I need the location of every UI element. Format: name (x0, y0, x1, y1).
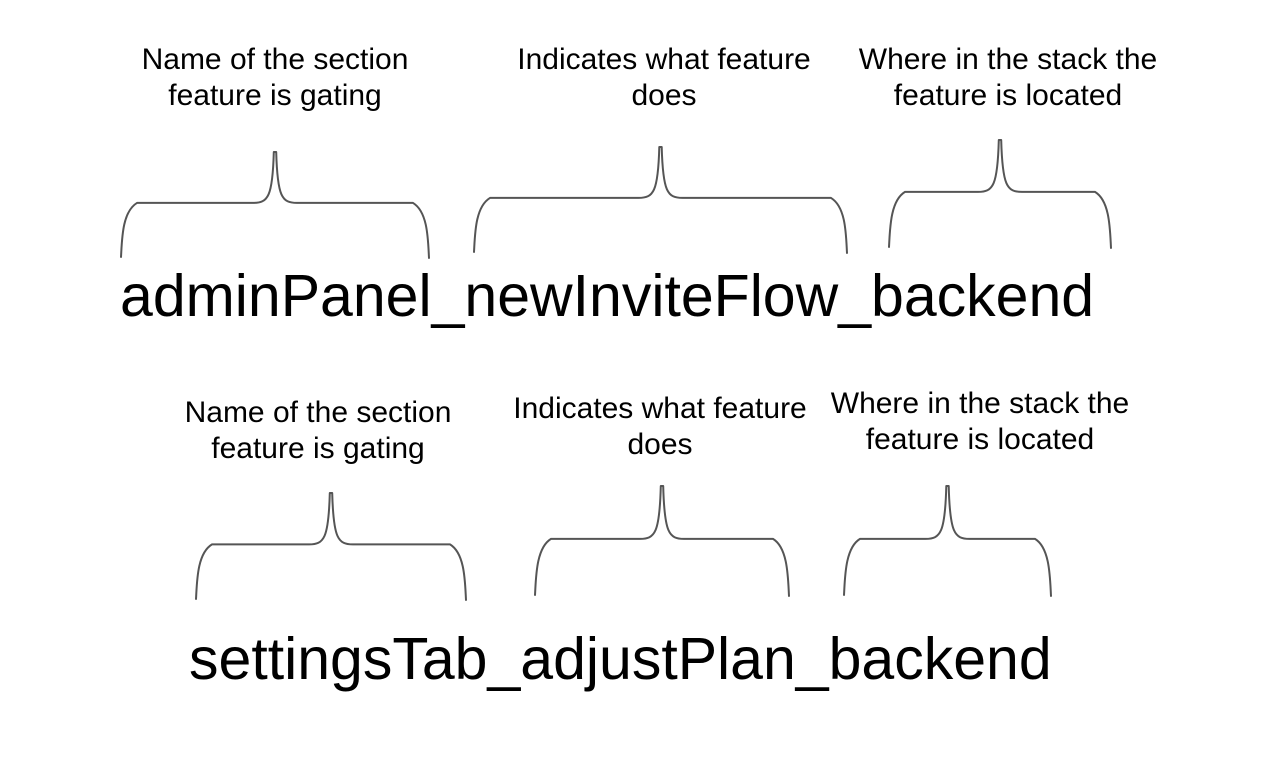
annotation-line: feature is located (865, 423, 1095, 456)
annotation-line: feature is gating (211, 432, 425, 465)
brace-feature-segment (473, 146, 848, 254)
flag-name-text: adminPanel_newInviteFlow_backend (120, 263, 1095, 329)
flag-name-text: settingsTab_adjustPlan_backend (189, 626, 1052, 692)
annotation-section-name: Name of the section feature is gating (118, 395, 518, 467)
annotation-stack-location: Where in the stack the feature is locate… (808, 42, 1208, 114)
annotation-line: Where in the stack the (830, 387, 1130, 420)
annotation-feature-purpose: Indicates what feature does (460, 391, 860, 463)
annotation-feature-purpose: Indicates what feature does (464, 42, 864, 114)
annotation-line: Indicates what feature (517, 43, 811, 76)
annotation-line: does (631, 79, 697, 112)
brace-stack-segment (888, 139, 1112, 249)
annotation-stack-location: Where in the stack the feature is locate… (780, 386, 1180, 458)
brace-stack-segment (843, 485, 1052, 597)
annotation-line: Where in the stack the (858, 43, 1158, 76)
brace-section-segment (195, 492, 467, 601)
annotation-line: Name of the section (141, 43, 409, 76)
brace-feature-segment (534, 485, 790, 597)
annotation-line: feature is gating (168, 79, 382, 112)
brace-section-segment (120, 151, 430, 259)
annotation-section-name: Name of the section feature is gating (75, 42, 475, 114)
annotation-line: does (627, 428, 693, 461)
annotation-line: feature is located (893, 79, 1123, 112)
annotation-line: Name of the section (184, 396, 452, 429)
annotation-line: Indicates what feature (513, 392, 807, 425)
